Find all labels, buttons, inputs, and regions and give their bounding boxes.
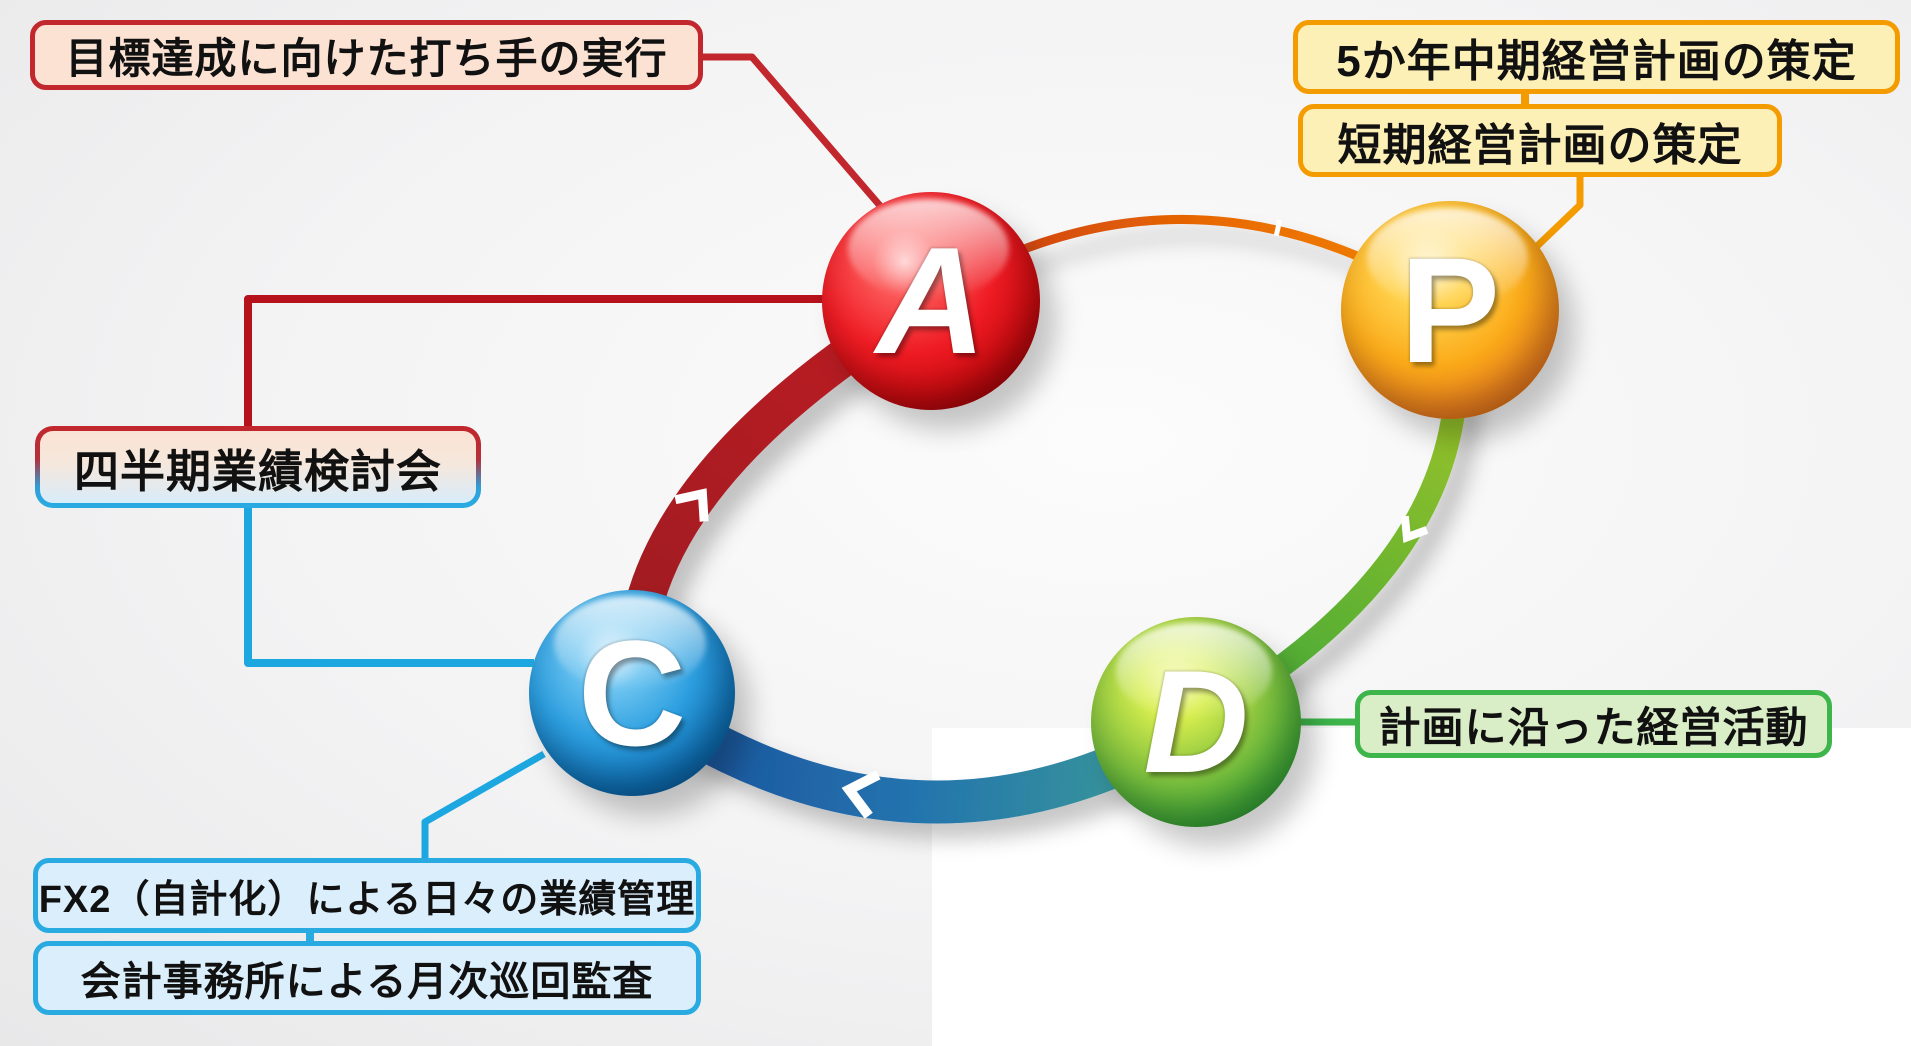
connector-quarterly-to-c — [244, 506, 534, 667]
arrow-c-to-a-icon — [674, 488, 709, 522]
check-monthly-label-text: 会計事務所による月次巡回監査 — [80, 960, 654, 1004]
check-quarterly-label-text: 四半期業績検討会 — [73, 445, 442, 497]
ball-act-letter: A — [876, 216, 986, 386]
do-label-text: 計画に沿った経営活動 — [1378, 703, 1809, 751]
plan-shortterm-label-box: 短期経営計画の策定 — [1298, 104, 1782, 177]
arrow-a-to-p-gap-icon — [1273, 219, 1283, 237]
check-daily-label-box: FX2（自計化）による日々の業績管理 — [33, 858, 701, 933]
ball-plan: P — [1341, 201, 1559, 419]
plan-midterm-label-text: 5か年中期経営計画の策定 — [1336, 37, 1857, 86]
connector-a-to-quarterly — [244, 295, 862, 428]
ball-plan-letter: P — [1399, 226, 1501, 394]
act-label-box: 目標達成に向けた打ち手の実行 — [30, 20, 703, 90]
check-quarterly-label-box: 四半期業績検討会 — [35, 426, 481, 508]
connector-act-to-a — [703, 53, 885, 211]
ball-act: A — [822, 192, 1040, 410]
arrow-d-to-c-icon — [841, 770, 881, 819]
plan-midterm-label-box: 5か年中期経営計画の策定 — [1293, 20, 1900, 94]
ball-check: C — [529, 590, 735, 796]
ball-do-letter: D — [1143, 640, 1249, 803]
ball-do: D — [1091, 617, 1301, 827]
connector-c-to-daily — [421, 750, 546, 860]
plan-shortterm-label-text: 短期経営計画の策定 — [1337, 120, 1743, 170]
arrow-p-to-d-icon — [1400, 515, 1429, 543]
check-quarterly-label-inner: 四半期業績検討会 — [40, 431, 476, 503]
check-monthly-label-box: 会計事務所による月次巡回監査 — [33, 941, 701, 1015]
act-label-text: 目標達成に向けた打ち手の実行 — [65, 34, 668, 82]
ball-check-letter: C — [577, 609, 687, 777]
do-label-box: 計画に沿った経営活動 — [1355, 690, 1832, 758]
check-daily-label-text: FX2（自計化）による日々の業績管理 — [38, 879, 696, 921]
connector-shortterm-to-p — [1530, 176, 1584, 253]
